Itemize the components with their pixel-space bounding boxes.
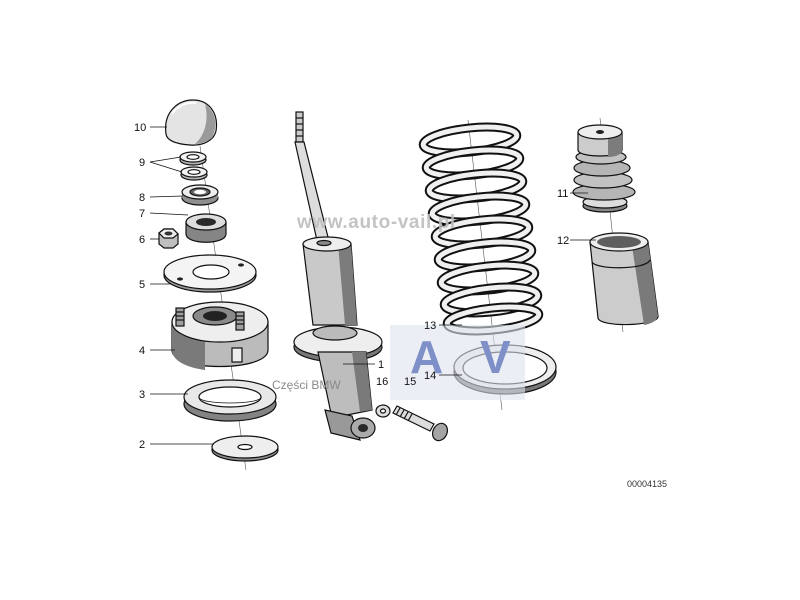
label-13: 13: [424, 320, 436, 332]
part-4-strut-mount: [171, 301, 269, 370]
mount-stud-left: [175, 307, 185, 327]
label-16: 16: [376, 376, 388, 388]
small-washer-hole: [379, 408, 387, 414]
label-12: 12: [557, 235, 569, 247]
label-9: 9: [139, 157, 145, 169]
part-6-nut: [158, 228, 179, 249]
leader-line-9a: [149, 156, 182, 163]
label-11: 11: [557, 188, 568, 200]
watermark: A V www.auto-vail.pl Części BMW: [272, 212, 525, 400]
boot-band: [591, 259, 651, 269]
bolt-thread: [399, 409, 405, 418]
part-2-disc: [211, 435, 279, 462]
part-labels: 10 9 8 7 6 5 4 3 2 1 16 15 13 14 11 12: [134, 122, 569, 451]
mount-bore: [203, 311, 227, 321]
lower-eye-arm: [324, 409, 361, 441]
label-7: 7: [139, 208, 145, 220]
part-11-bump-stop: [572, 124, 636, 213]
part-15-bolt: [392, 405, 449, 442]
cap-shading: [195, 104, 216, 144]
label-5: 5: [139, 279, 145, 291]
mount-stud-right: [235, 311, 245, 331]
label-10: 10: [134, 122, 146, 134]
washer-hole: [186, 154, 200, 160]
plate-center-hole: [192, 264, 230, 280]
leader-line-7: [149, 212, 189, 216]
stud-shaft: [175, 307, 185, 327]
watermark-logo-letter-a: A: [410, 331, 443, 383]
bolt-thread: [407, 413, 413, 422]
mount-notch: [231, 347, 243, 363]
watermark-logo-letter-v: V: [480, 331, 511, 383]
diagram-number: 00004135: [627, 479, 667, 489]
ring-bore: [198, 386, 262, 408]
leader-lines: [149, 126, 596, 445]
nut-hole: [164, 231, 173, 236]
leader-line-9b: [149, 161, 183, 173]
plate-bolt-hole: [238, 263, 244, 267]
label-8: 8: [139, 192, 145, 204]
part-3-ring: [183, 379, 277, 422]
part-12-protective-boot: [589, 232, 659, 326]
strut-thread: [295, 111, 304, 143]
stud-shaft: [235, 311, 245, 331]
part-10-cap: [165, 99, 218, 146]
disc-hole: [237, 443, 253, 451]
lower-eye-bore: [358, 424, 368, 432]
label-4: 4: [139, 345, 145, 357]
bearing-hole: [194, 189, 206, 195]
bump-stop-hole: [596, 130, 604, 134]
leader-line-8: [149, 195, 184, 198]
bolt-thread: [403, 411, 409, 420]
rod-collar: [316, 239, 332, 247]
cap-highlight: [171, 101, 197, 115]
label-14: 14: [424, 370, 436, 382]
part-5-plate: [163, 254, 257, 293]
part-9-washer-upper: [179, 151, 207, 166]
label-2: 2: [139, 439, 145, 451]
label-15: 15: [404, 376, 416, 388]
flange-tube-joint: [312, 325, 358, 341]
bolt-thread: [395, 407, 401, 416]
part-16-washer: [375, 404, 391, 418]
watermark-caption: Części BMW: [272, 378, 341, 392]
upper-tube-shading: [338, 244, 357, 325]
boot-shading: [632, 242, 658, 325]
support-ring-hole: [196, 218, 216, 226]
part-7-support-ring: [185, 213, 227, 243]
bolt-head: [431, 422, 449, 442]
label-3: 3: [139, 389, 145, 401]
washer-hole: [187, 169, 201, 175]
watermark-logo-box: [390, 325, 525, 400]
lower-tube-shading: [352, 352, 372, 412]
watermark-site-url: www.auto-vail.pl: [296, 212, 456, 233]
part-1-shock-absorber: [293, 111, 383, 441]
plate-bolt-hole: [177, 277, 183, 281]
label-6: 6: [139, 234, 145, 246]
part-8-bearing: [181, 184, 219, 206]
ring-bore-inner-wall: [198, 396, 262, 404]
part-13-coil-spring: [418, 122, 544, 336]
part-9-washer-lower: [180, 166, 208, 181]
boot-top-opening: [597, 236, 641, 248]
label-1: 1: [378, 359, 384, 371]
